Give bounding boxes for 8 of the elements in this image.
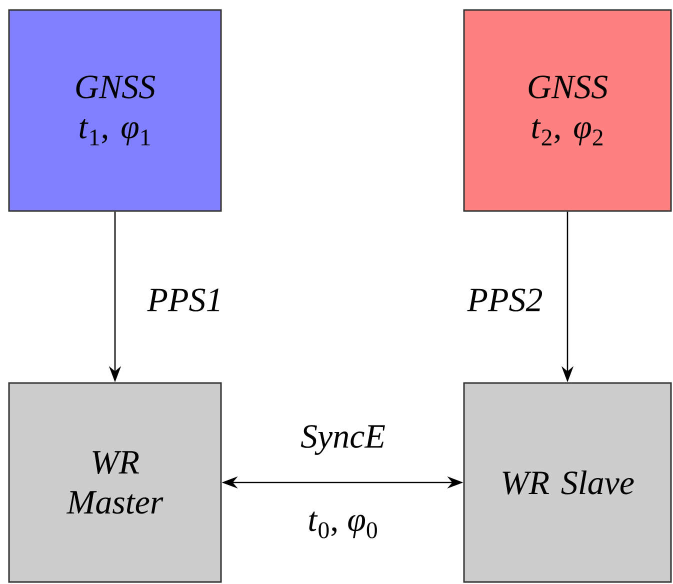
wr-box: WR Master [8,382,222,583]
signal-label: t$_{0}$, φ$_{0}$ [309,512,377,538]
gnss-box: GNSS t$_{2}$, φ$_{2}$ [463,9,672,212]
wr-box: WR Slave [463,382,672,583]
edge-label: PPS2 [466,288,544,312]
gnss-box: GNSS t$_{1}$, φ$_{1}$ [8,9,222,212]
edge-label: SyncE [300,424,386,456]
edge-label: PPS1 [146,288,224,312]
